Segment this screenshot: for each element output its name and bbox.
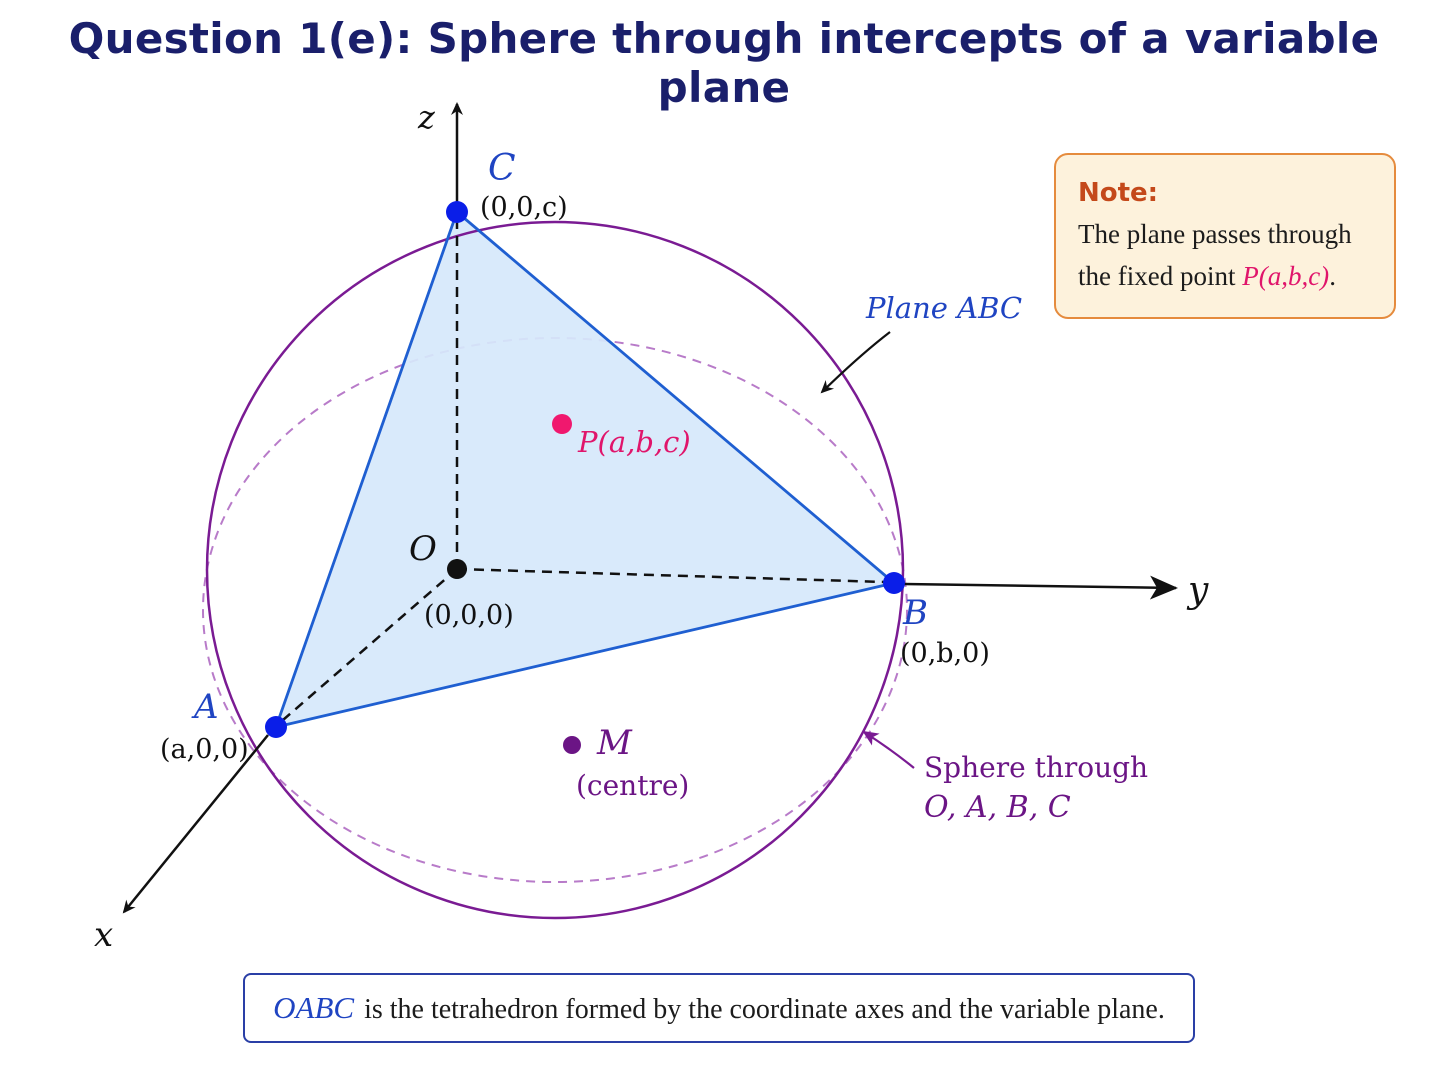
coord-o: (0,0,0) (424, 600, 514, 631)
note-fixed-point: P(a,b,c) (1242, 261, 1330, 291)
sphere-outline (205, 220, 905, 920)
label-c: C (488, 148, 516, 189)
coord-c: (0,0,c) (480, 192, 568, 223)
coord-a: (a,0,0) (160, 734, 249, 765)
note-line1: The plane passes through (1078, 219, 1352, 249)
point-o (447, 559, 467, 579)
x-axis-label: x (94, 915, 113, 955)
point-m (563, 736, 581, 754)
label-o: O (409, 529, 437, 569)
point-a (265, 716, 287, 738)
x-axis (122, 734, 269, 914)
sphere-pointer-arrow (862, 730, 915, 769)
note-box: Note: The plane passes through the fixed… (1054, 153, 1396, 319)
label-m-centre: (centre) (576, 769, 689, 802)
plane-abc (276, 212, 894, 727)
label-m: M (596, 723, 633, 763)
y-axis-label: y (1186, 570, 1209, 611)
note-line2-prefix: the fixed point (1078, 261, 1243, 291)
sphere-label-line1: Sphere through (924, 751, 1148, 784)
plane-edges (274, 210, 896, 729)
note-line2: the fixed point P(a,b,c). (1078, 255, 1372, 297)
coord-b: (0,b,0) (900, 638, 990, 669)
x-axis-hidden (282, 568, 458, 721)
label-p: P(a,b,c) (577, 425, 691, 459)
page-title: Question 1(e): Sphere through intercepts… (68, 14, 1380, 112)
label-b: B (902, 593, 928, 633)
plane-label: Plane ABC (865, 291, 1022, 325)
plane-pointer-arrow (820, 331, 891, 394)
y-axis (903, 575, 1178, 600)
note-line2-suffix: . (1329, 261, 1336, 291)
point-p (552, 414, 572, 434)
note-heading: Note: (1078, 178, 1159, 208)
point-c (446, 201, 468, 223)
label-a: A (191, 687, 219, 727)
y-axis-hidden (456, 567, 885, 584)
z-axis-label: z (417, 98, 436, 136)
point-b (883, 572, 905, 594)
caption-box: OABC is the tetrahedron formed by the coo… (243, 973, 1195, 1043)
caption-lead: OABC (273, 990, 355, 1025)
caption-text: is the tetrahedron formed by the coordin… (364, 994, 1165, 1025)
sphere-label-line2: O, A, B, C (924, 790, 1071, 825)
